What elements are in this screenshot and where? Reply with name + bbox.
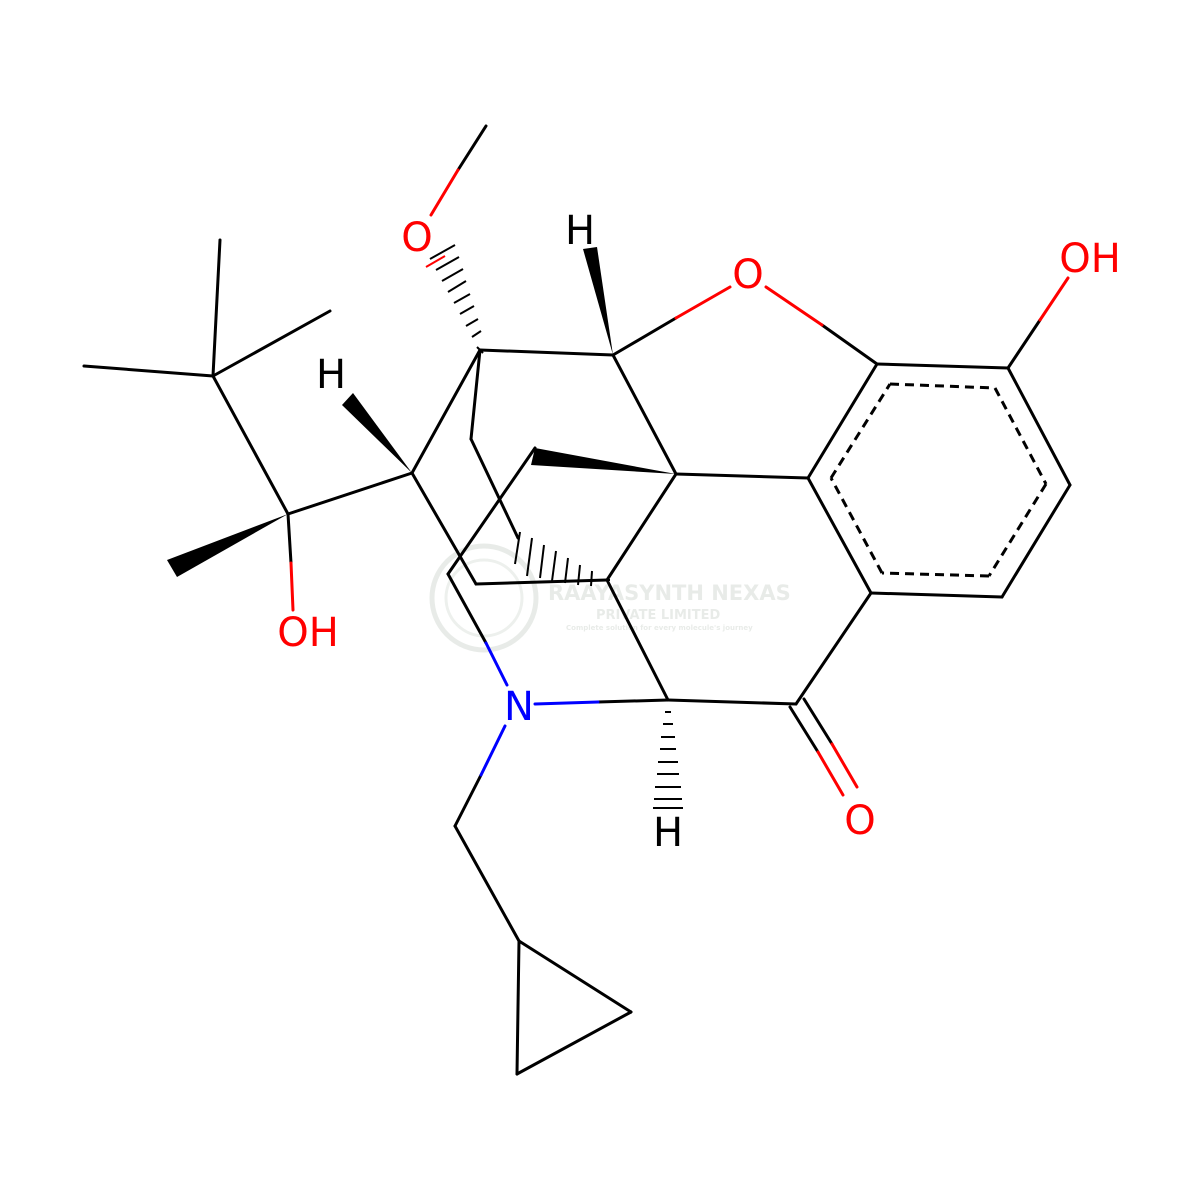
wedge-bonds bbox=[167, 247, 676, 577]
hetero-bonds bbox=[289, 168, 1070, 797]
hydrogen-bottom-label: H bbox=[653, 810, 683, 856]
watermark-logo-icon bbox=[429, 543, 539, 653]
phenol-hydroxyl-label: OH bbox=[1059, 236, 1121, 282]
aromatic-dashes bbox=[829, 382, 1048, 578]
ketone-oxygen-label: O bbox=[844, 798, 875, 844]
hash-bonds bbox=[425, 244, 683, 809]
methoxy-oxygen-label: O bbox=[401, 215, 432, 261]
single-bonds bbox=[82, 124, 1072, 1076]
watermark-name: RAAYASYNTH NEXAS bbox=[548, 581, 791, 605]
watermark-tagline: Complete solution for every molecule's j… bbox=[566, 624, 753, 632]
hydrogen-left-label: H bbox=[316, 352, 346, 398]
alcohol-hydroxyl-label: OH bbox=[277, 610, 339, 656]
watermark-subtitle: PRIVATE LIMITED bbox=[596, 608, 721, 623]
hydrogen-top-label: H bbox=[565, 208, 595, 254]
atom-labels: O O OH OH N O H H H bbox=[277, 208, 1121, 856]
watermark: RAAYASYNTH NEXAS PRIVATE LIMITED Complet… bbox=[429, 543, 791, 653]
amine-nitrogen-label: N bbox=[504, 684, 534, 730]
ether-oxygen-label: O bbox=[732, 252, 763, 298]
